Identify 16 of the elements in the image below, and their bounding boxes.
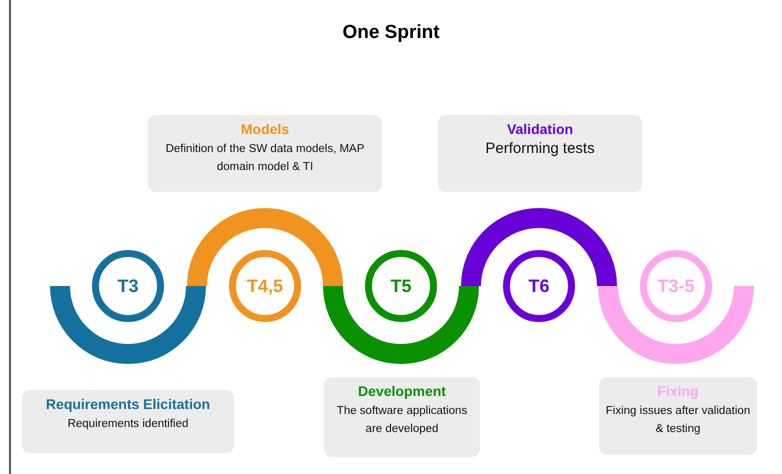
card-heading: Fixing	[656, 383, 700, 399]
card-description: The software applications are developed	[336, 404, 468, 438]
step-label: T4,5	[246, 276, 284, 296]
card-heading: Development	[357, 383, 447, 399]
card-heading: Models	[240, 121, 290, 137]
card-heading: Requirements Elicitation	[44, 396, 212, 412]
step-label: T3	[117, 276, 138, 296]
step-label: T3-5	[657, 276, 694, 296]
step-label: T5	[390, 276, 412, 296]
card-heading: Validation	[506, 121, 574, 137]
card-description: Fixing issues after validation & testing	[605, 404, 751, 438]
card-description: Definition of the SW data models, MAP domain model & TI	[164, 142, 366, 176]
card-description: Requirements identified	[66, 417, 190, 432]
card-description: Performing tests	[484, 140, 596, 158]
step-label: T6	[528, 276, 550, 296]
diagram-title: One Sprint	[342, 22, 440, 43]
